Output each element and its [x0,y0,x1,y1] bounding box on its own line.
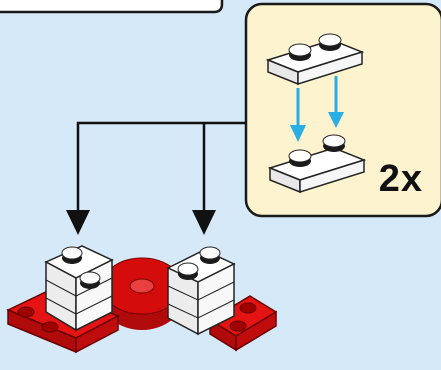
quantity-label: 2x [378,158,423,200]
arrow-down-icon [290,76,344,142]
white-plate-icon [265,33,365,86]
arrow-down-icon [66,210,90,235]
white-plate-icon [267,134,367,194]
arrow-down-icon [192,210,216,235]
previous-step-panel [0,0,224,14]
connector-arrows [76,121,246,218]
red-base-icon [6,245,278,354]
